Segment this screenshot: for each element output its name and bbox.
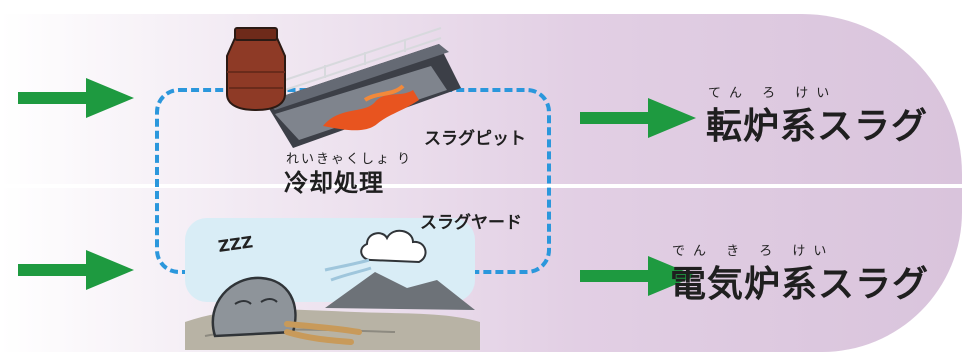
electric-furnace-slag-title: 電気炉系スラグ <box>670 264 930 305</box>
converter-slag-title: 転炉系スラグ <box>706 106 929 147</box>
converter-slag-ruby: てん ろ けい <box>708 86 838 101</box>
right-arrow-icon <box>18 78 134 118</box>
right-arrow-icon <box>580 256 696 296</box>
converter-icon <box>226 27 286 112</box>
right-arrow-icon <box>580 98 696 138</box>
slag-yard-illustration: ZZZ <box>185 218 480 350</box>
cooling-process-ruby: れいきゃくしょ り <box>286 152 413 167</box>
slag-yard-label: スラグヤード <box>420 213 522 233</box>
sleep-zzz-text: ZZZ <box>217 232 254 256</box>
cooling-process-text: 冷却処理 <box>284 169 384 197</box>
electric-furnace-slag-output: でん き ろ けい 電気炉系スラグ <box>670 240 929 307</box>
band-divider <box>0 184 962 188</box>
mountain-icon <box>325 272 475 310</box>
converter-slag-output: てん ろ けい 転炉系スラグ <box>706 82 928 149</box>
right-arrow-icon <box>18 250 134 290</box>
sleeping-rock-icon <box>211 276 362 345</box>
cooling-process-label: れいきゃくしょ り 冷却処理 <box>284 148 412 198</box>
slag-pit-icon <box>265 27 461 148</box>
slag-pit-label: スラグピット <box>424 129 526 149</box>
electric-furnace-slag-ruby: でん き ろ けい <box>672 244 835 259</box>
slag-pit-illustration <box>226 27 461 148</box>
cloud-icon <box>324 229 427 282</box>
